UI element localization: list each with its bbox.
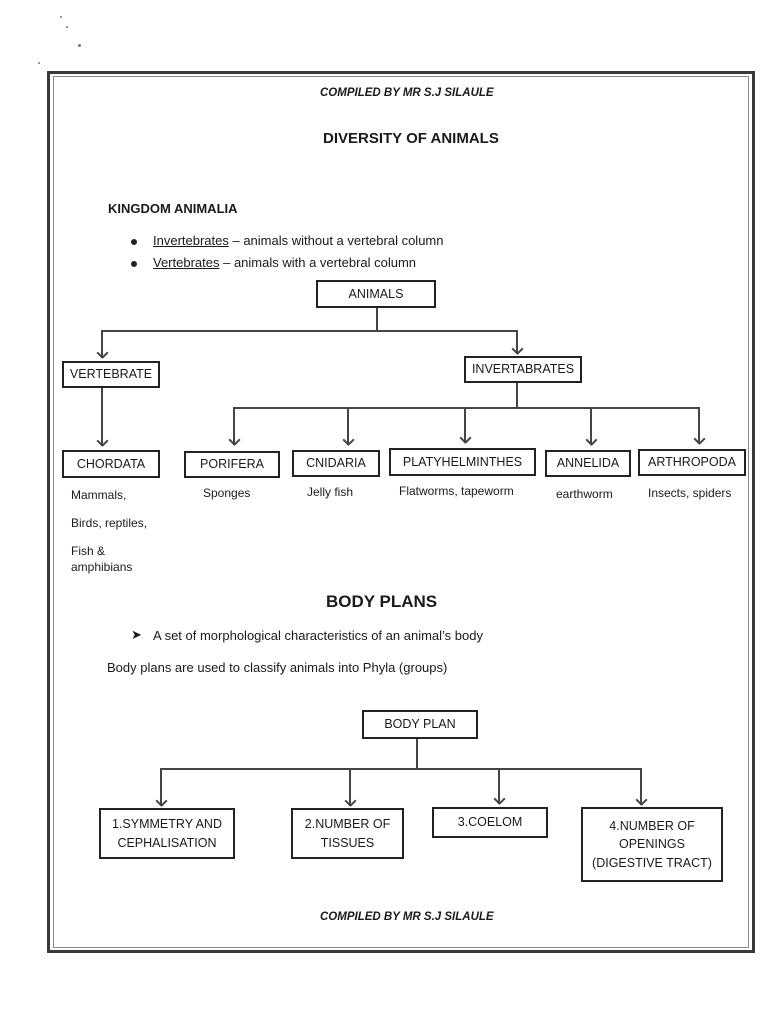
connector bbox=[516, 330, 518, 354]
openings-line: (DIGESTIVE TRACT) bbox=[592, 855, 712, 870]
connector bbox=[498, 768, 500, 804]
connector bbox=[233, 407, 235, 445]
connector bbox=[640, 768, 642, 805]
platyhelminthes-example: Flatworms, tapeworm bbox=[399, 484, 514, 498]
chordata-example: Fish & bbox=[71, 544, 106, 558]
arthropoda-example: Insects, spiders bbox=[648, 486, 732, 500]
connector bbox=[698, 407, 700, 444]
vertebrates-definition: – animals with a vertebral column bbox=[219, 255, 417, 270]
connector bbox=[160, 768, 162, 806]
phylum-annelida-box: ANNELIDA bbox=[545, 450, 631, 477]
vertebrates-term: Vertebrates bbox=[153, 255, 220, 270]
body-plans-heading: BODY PLANS bbox=[326, 592, 438, 611]
tissues-line: TISSUES bbox=[320, 835, 375, 850]
invertebrates-definition: – animals without a vertebral column bbox=[228, 233, 444, 248]
phylum-arthropoda-box: ARTHROPODA bbox=[638, 449, 746, 476]
page-border-outer bbox=[47, 71, 755, 953]
connector bbox=[347, 407, 349, 445]
coelom-line: 3.COELOM bbox=[457, 815, 523, 830]
body-plan-box: BODY PLAN bbox=[362, 710, 478, 739]
symmetry-line: 1.SYMMETRY AND bbox=[112, 817, 222, 832]
coelom-box: 3.COELOM bbox=[432, 807, 548, 838]
vertebrate-box: VERTEBRATE bbox=[62, 361, 160, 388]
compiled-by-footer: COMPILED BY MR S.J SILAULE bbox=[320, 911, 494, 923]
symmetry-box: 1.SYMMETRY AND CEPHALISATION bbox=[99, 808, 235, 859]
phylum-platyhelminthes-box: PLATYHELMINTHES bbox=[389, 448, 536, 476]
scan-speck bbox=[38, 62, 40, 64]
phylum-cnidaria-box: CNIDARIA bbox=[292, 450, 380, 477]
connector bbox=[349, 768, 351, 806]
page-border-inner bbox=[53, 76, 749, 948]
phylum-porifera-box: PORIFERA bbox=[184, 451, 280, 478]
arrow-bullet-icon: ➤ bbox=[131, 627, 142, 642]
compiled-by-header: COMPILED BY MR S.J SILAULE bbox=[320, 87, 494, 99]
connector bbox=[101, 388, 103, 446]
bullet-invertebrates: Invertebrates – animals without a verteb… bbox=[153, 233, 443, 248]
bullet-dot bbox=[131, 239, 137, 245]
chordata-example: Mammals, bbox=[71, 488, 127, 502]
invertebrates-term: Invertebrates bbox=[153, 233, 229, 248]
animals-box: ANIMALS bbox=[316, 280, 436, 308]
body-plan-sentence: Body plans are used to classify animals … bbox=[107, 660, 448, 675]
invertebrates-box: INVERTABRATES bbox=[464, 356, 582, 383]
scan-speck bbox=[66, 26, 68, 28]
openings-box: 4.NUMBER OF OPENINGS (DIGESTIVE TRACT) bbox=[581, 807, 723, 882]
tissues-box: 2.NUMBER OF TISSUES bbox=[291, 808, 404, 859]
bullet-vertebrates: Vertebrates – animals with a vertebral c… bbox=[153, 255, 416, 270]
connector bbox=[101, 330, 517, 332]
connector bbox=[516, 383, 518, 408]
body-plan-definition: A set of morphological characteristics o… bbox=[153, 628, 483, 643]
connector bbox=[590, 407, 592, 445]
page-title: DIVERSITY OF ANIMALS bbox=[323, 130, 499, 147]
scan-speck bbox=[60, 16, 62, 18]
connector bbox=[160, 768, 641, 770]
chordata-example: amphibians bbox=[71, 560, 133, 574]
bullet-dot bbox=[131, 261, 137, 267]
connector bbox=[416, 739, 418, 769]
chordata-example: Birds, reptiles, bbox=[71, 516, 148, 530]
cnidaria-example: Jelly fish bbox=[307, 485, 354, 499]
connector bbox=[233, 407, 699, 409]
connector bbox=[101, 330, 103, 358]
porifera-example: Sponges bbox=[203, 486, 251, 500]
openings-line: OPENINGS bbox=[619, 837, 685, 852]
openings-line: 4.NUMBER OF bbox=[609, 819, 695, 834]
annelida-example: earthworm bbox=[556, 487, 613, 501]
connector bbox=[376, 308, 378, 331]
phylum-chordata-box: CHORDATA bbox=[62, 450, 160, 478]
tissues-line: 2.NUMBER OF bbox=[304, 817, 391, 832]
scan-speck bbox=[78, 44, 81, 47]
kingdom-heading: KINGDOM ANIMALIA bbox=[108, 201, 238, 216]
symmetry-line: CEPHALISATION bbox=[117, 835, 217, 850]
connector bbox=[464, 407, 466, 443]
